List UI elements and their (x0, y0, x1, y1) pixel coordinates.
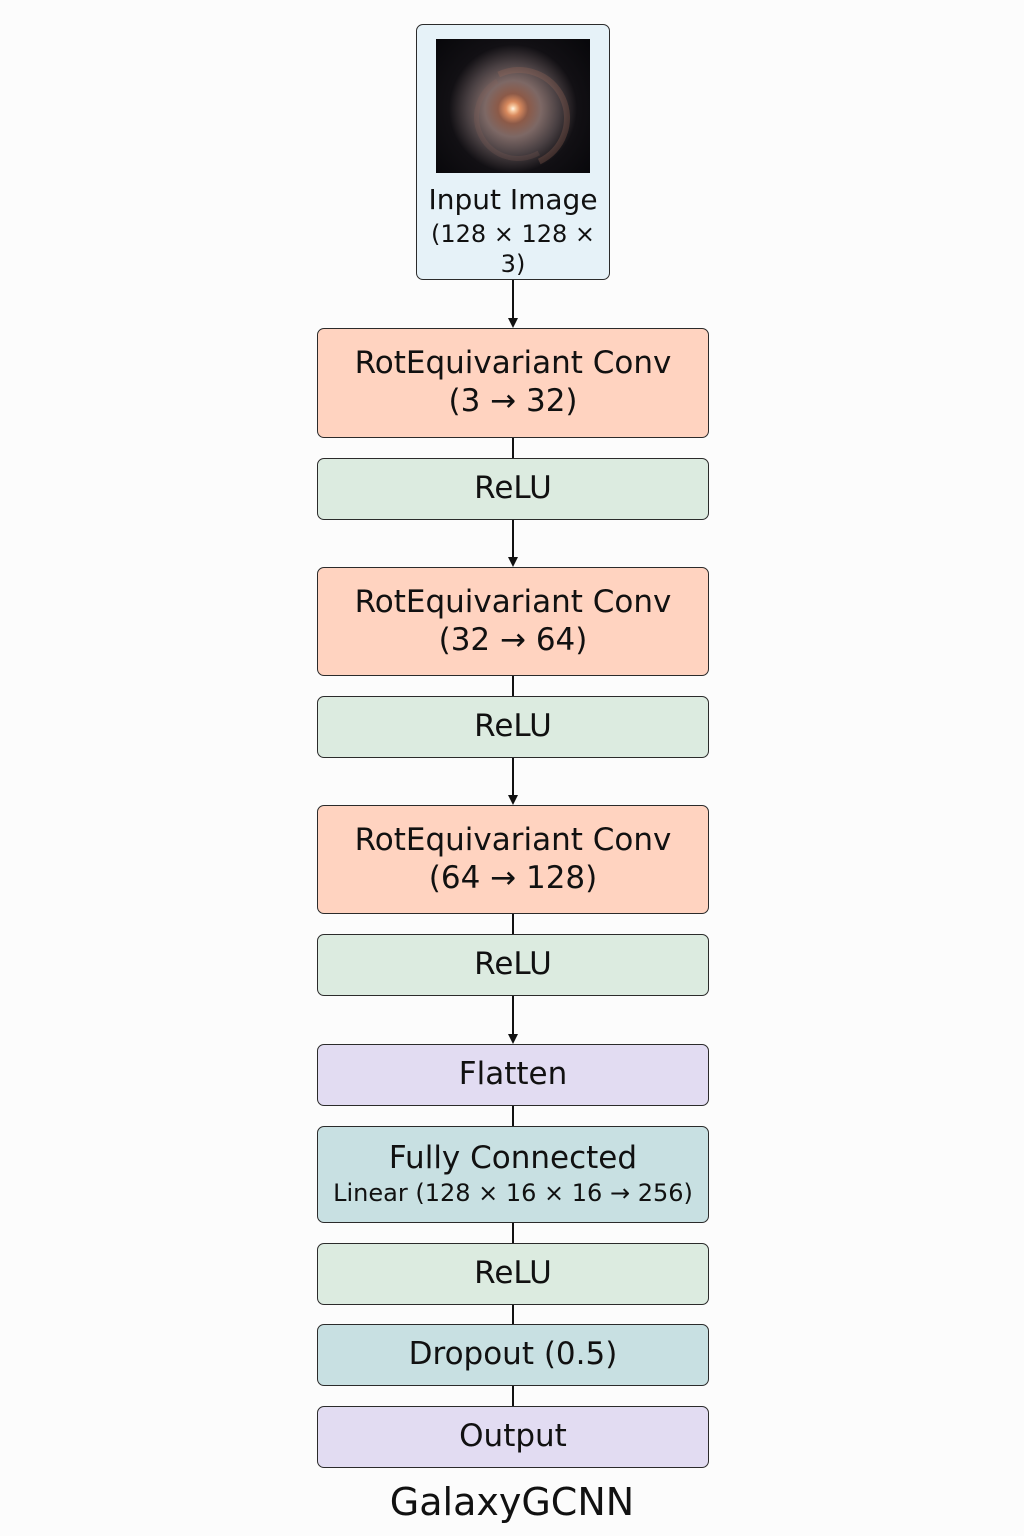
fully-connected-node: Fully Connected Linear (128 × 16 × 16 → … (317, 1126, 709, 1223)
relu3-title: ReLU (474, 946, 552, 983)
conv2-node: RotEquivariant Conv (32 → 64) (317, 567, 709, 676)
relu2-node: ReLU (317, 696, 709, 758)
conv2-title: RotEquivariant Conv (354, 583, 672, 620)
conv2-channels: (32 → 64) (438, 621, 588, 658)
input-image-shape: (128 × 128 × 3) (430, 220, 596, 278)
fully-connected-linear: Linear (128 × 16 × 16 → 256) (333, 1178, 693, 1207)
diagram-caption: GalaxyGCNN (389, 1480, 635, 1524)
dropout-node: Dropout (0.5) (317, 1324, 709, 1386)
relu2-title: ReLU (474, 708, 552, 745)
conv1-node: RotEquivariant Conv (3 → 32) (317, 328, 709, 438)
output-node: Output (317, 1406, 709, 1468)
galaxy-image (436, 39, 590, 174)
fully-connected-title: Fully Connected (388, 1140, 638, 1177)
relu3-node: ReLU (317, 934, 709, 996)
flatten-title: Flatten (458, 1056, 568, 1093)
conv1-title: RotEquivariant Conv (354, 345, 672, 382)
input-image-node: Input Image (128 × 128 × 3) (416, 24, 610, 280)
input-image-title: Input Image (428, 183, 598, 217)
conv3-node: RotEquivariant Conv (64 → 128) (317, 805, 709, 914)
conv3-channels: (64 → 128) (428, 859, 598, 896)
relu1-title: ReLU (474, 470, 552, 507)
conv1-channels: (3 → 32) (448, 383, 578, 420)
relu4-title: ReLU (474, 1255, 552, 1292)
output-title: Output (459, 1418, 567, 1455)
relu1-node: ReLU (317, 458, 709, 520)
flatten-node: Flatten (317, 1044, 709, 1106)
relu4-node: ReLU (317, 1243, 709, 1305)
dropout-title: Dropout (0.5) (408, 1336, 618, 1373)
conv3-title: RotEquivariant Conv (354, 821, 672, 858)
